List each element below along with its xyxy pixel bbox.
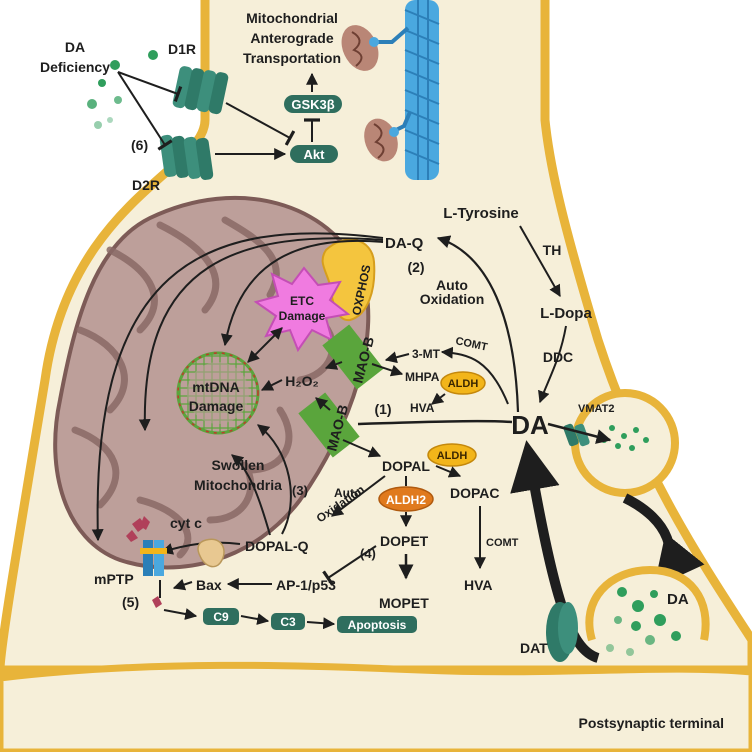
- da-label: DA: [511, 410, 549, 440]
- etc-line1: ETC: [290, 294, 314, 308]
- auto-label: Auto: [436, 277, 468, 293]
- l-tyrosine-label: L-Tyrosine: [443, 205, 519, 222]
- etc-line2: Damage: [279, 309, 326, 323]
- akt-pill: [290, 145, 338, 163]
- transport-line3: Transportation: [243, 50, 341, 66]
- mopet-label: MOPET: [379, 595, 429, 611]
- da-synaptic-label: DA: [667, 591, 689, 608]
- d1r-label: D1R: [168, 41, 196, 57]
- mao-b-upper-box: [322, 324, 384, 390]
- da-deficiency-line2: Deficiency: [40, 59, 110, 75]
- microtubule: [404, 0, 440, 180]
- comt-lower-label: COMT: [486, 537, 519, 549]
- dopal-label: DOPAL: [382, 458, 430, 474]
- cyt-c-particles: [126, 516, 162, 608]
- oxphos-complex: [321, 238, 376, 322]
- auto3-label: Auto: [334, 486, 361, 500]
- aldh-upper-pill: [440, 371, 486, 395]
- dopet-label: DOPET: [380, 533, 429, 549]
- mhpa-label: MHPA: [405, 370, 440, 384]
- gsk3b-pill: [284, 95, 342, 113]
- bax-protein: [197, 538, 225, 568]
- aldh-upper-label: ALDH: [448, 378, 479, 390]
- three-mt-label: 3-MT: [412, 347, 441, 361]
- mtdna-line1: mtDNA: [192, 379, 239, 395]
- mptp-label: mPTP: [94, 571, 134, 587]
- mtdna-line2: Damage: [189, 398, 244, 414]
- l-dopa-label: L-Dopa: [540, 305, 592, 322]
- gsk3b-label: GSK3β: [291, 97, 334, 112]
- transport-line2: Anterograde: [250, 30, 333, 46]
- transported-mitochondria: [341, 25, 412, 162]
- dopamine-particles-top: [87, 50, 158, 129]
- da-q-label: DA-Q: [385, 235, 424, 252]
- dat-label: DAT: [520, 640, 548, 656]
- step2-label: (2): [407, 259, 424, 275]
- step1-label: (1): [374, 401, 391, 417]
- c3-pill: [271, 613, 305, 630]
- step3-label: (3): [292, 483, 308, 498]
- aldh-mid-pill: [427, 443, 477, 467]
- transport-line1: Mitochondrial: [246, 10, 338, 26]
- oxidation-label: Oxidation: [420, 291, 485, 307]
- aldh-mid-label: ALDH: [437, 450, 468, 462]
- bax-label: Bax: [196, 577, 222, 593]
- d1r-receptor: [172, 66, 229, 115]
- step5-label: (5): [122, 594, 139, 610]
- released-dopamine: [606, 587, 681, 656]
- h2o2-label: H₂O₂: [285, 373, 318, 389]
- hva-upper-label: HVA: [410, 401, 435, 415]
- aldh2-label: ALDH2: [386, 493, 426, 507]
- vmat2-label: VMAT2: [578, 403, 614, 415]
- mptp-channel: [140, 540, 167, 576]
- postsynaptic-terminal: [0, 661, 752, 752]
- c9-label: C9: [213, 610, 229, 624]
- c3-label: C3: [280, 615, 296, 629]
- aldh2-pill: [378, 486, 434, 512]
- swollen-line2: Mitochondria: [194, 477, 282, 493]
- akt-label: Akt: [304, 147, 326, 162]
- dopac-label: DOPAC: [450, 485, 500, 501]
- mtdna-ring: [176, 351, 260, 435]
- dat-transporter: [546, 602, 578, 662]
- apoptosis-label: Apoptosis: [348, 618, 407, 632]
- da-deficiency-line1: DA: [65, 39, 85, 55]
- apoptosis-pill: [337, 616, 417, 633]
- step6-label: (6): [131, 137, 148, 153]
- cyt-c-label: cyt c: [170, 515, 202, 531]
- postsynaptic-label: Postsynaptic terminal: [579, 715, 725, 731]
- ap1-p53-label: AP-1/p53: [276, 577, 336, 593]
- th-label: TH: [543, 242, 562, 258]
- d2r-receptor: [159, 134, 214, 180]
- dopal-q-label: DOPAL-Q: [245, 538, 309, 554]
- d2r-label: D2R: [132, 177, 160, 193]
- c9-pill: [203, 608, 239, 625]
- hva-lower-label: HVA: [464, 577, 493, 593]
